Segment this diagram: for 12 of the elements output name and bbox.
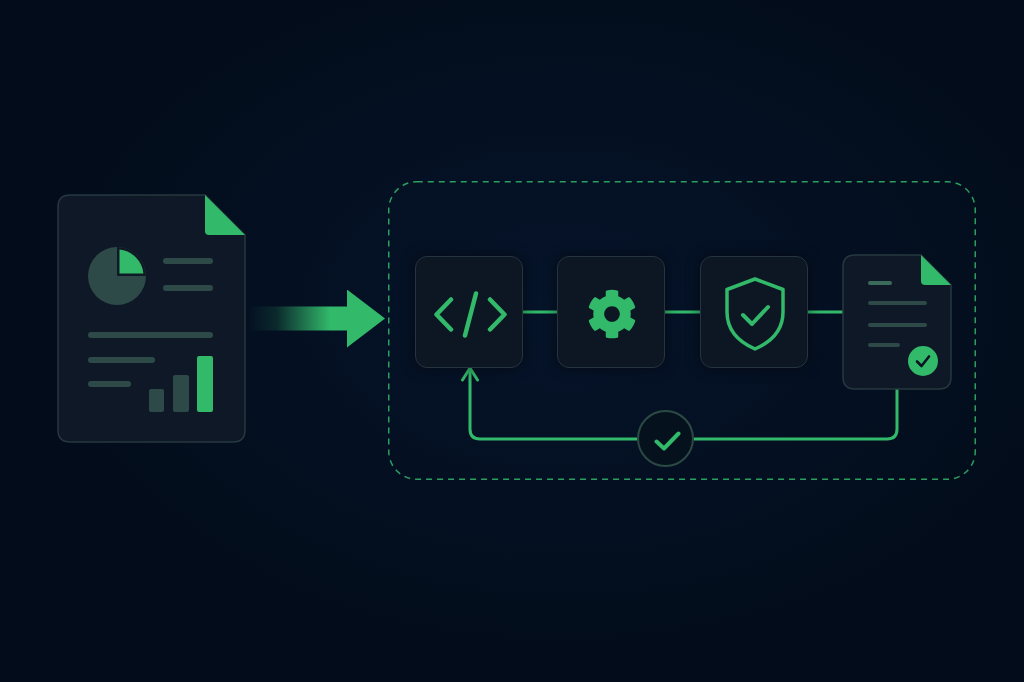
dashed-group-frame — [388, 181, 976, 480]
connector-line — [808, 310, 843, 314]
document-shape — [843, 255, 951, 389]
document-shape — [58, 195, 245, 442]
arrow — [461, 366, 637, 441]
connector-line — [523, 310, 557, 314]
process-tile — [415, 256, 523, 368]
process-tile — [700, 256, 808, 368]
circle-node — [637, 410, 694, 467]
connector-line — [665, 310, 700, 314]
connector-line — [694, 389, 899, 441]
process-tile — [557, 256, 665, 368]
